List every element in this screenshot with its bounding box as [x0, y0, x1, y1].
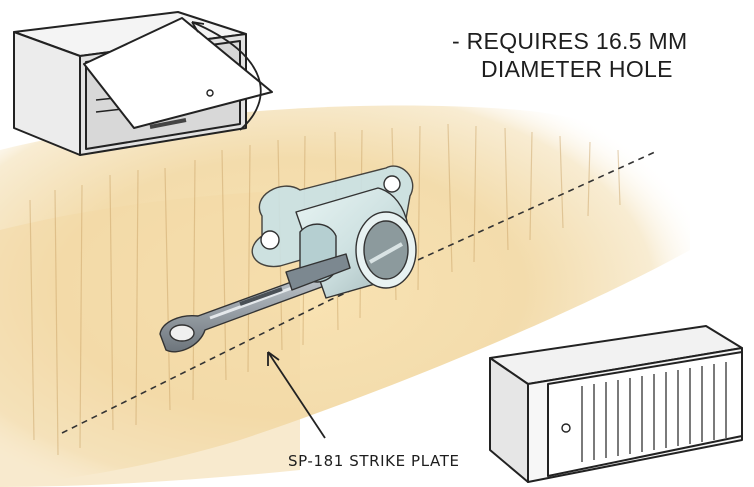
cam-lock-assembly: [159, 165, 417, 353]
open-cabinet-illustration: [13, 11, 273, 156]
closed-cabinet-illustration: [489, 325, 743, 483]
requirement-line-2: DIAMETER HOLE: [481, 56, 673, 82]
strike-plate-label: SP-181 STRIKE PLATE: [288, 452, 460, 470]
requirement-line-1: - REQUIRES 16.5 MM: [452, 28, 688, 54]
strike-plate-pointer: [267, 351, 326, 439]
